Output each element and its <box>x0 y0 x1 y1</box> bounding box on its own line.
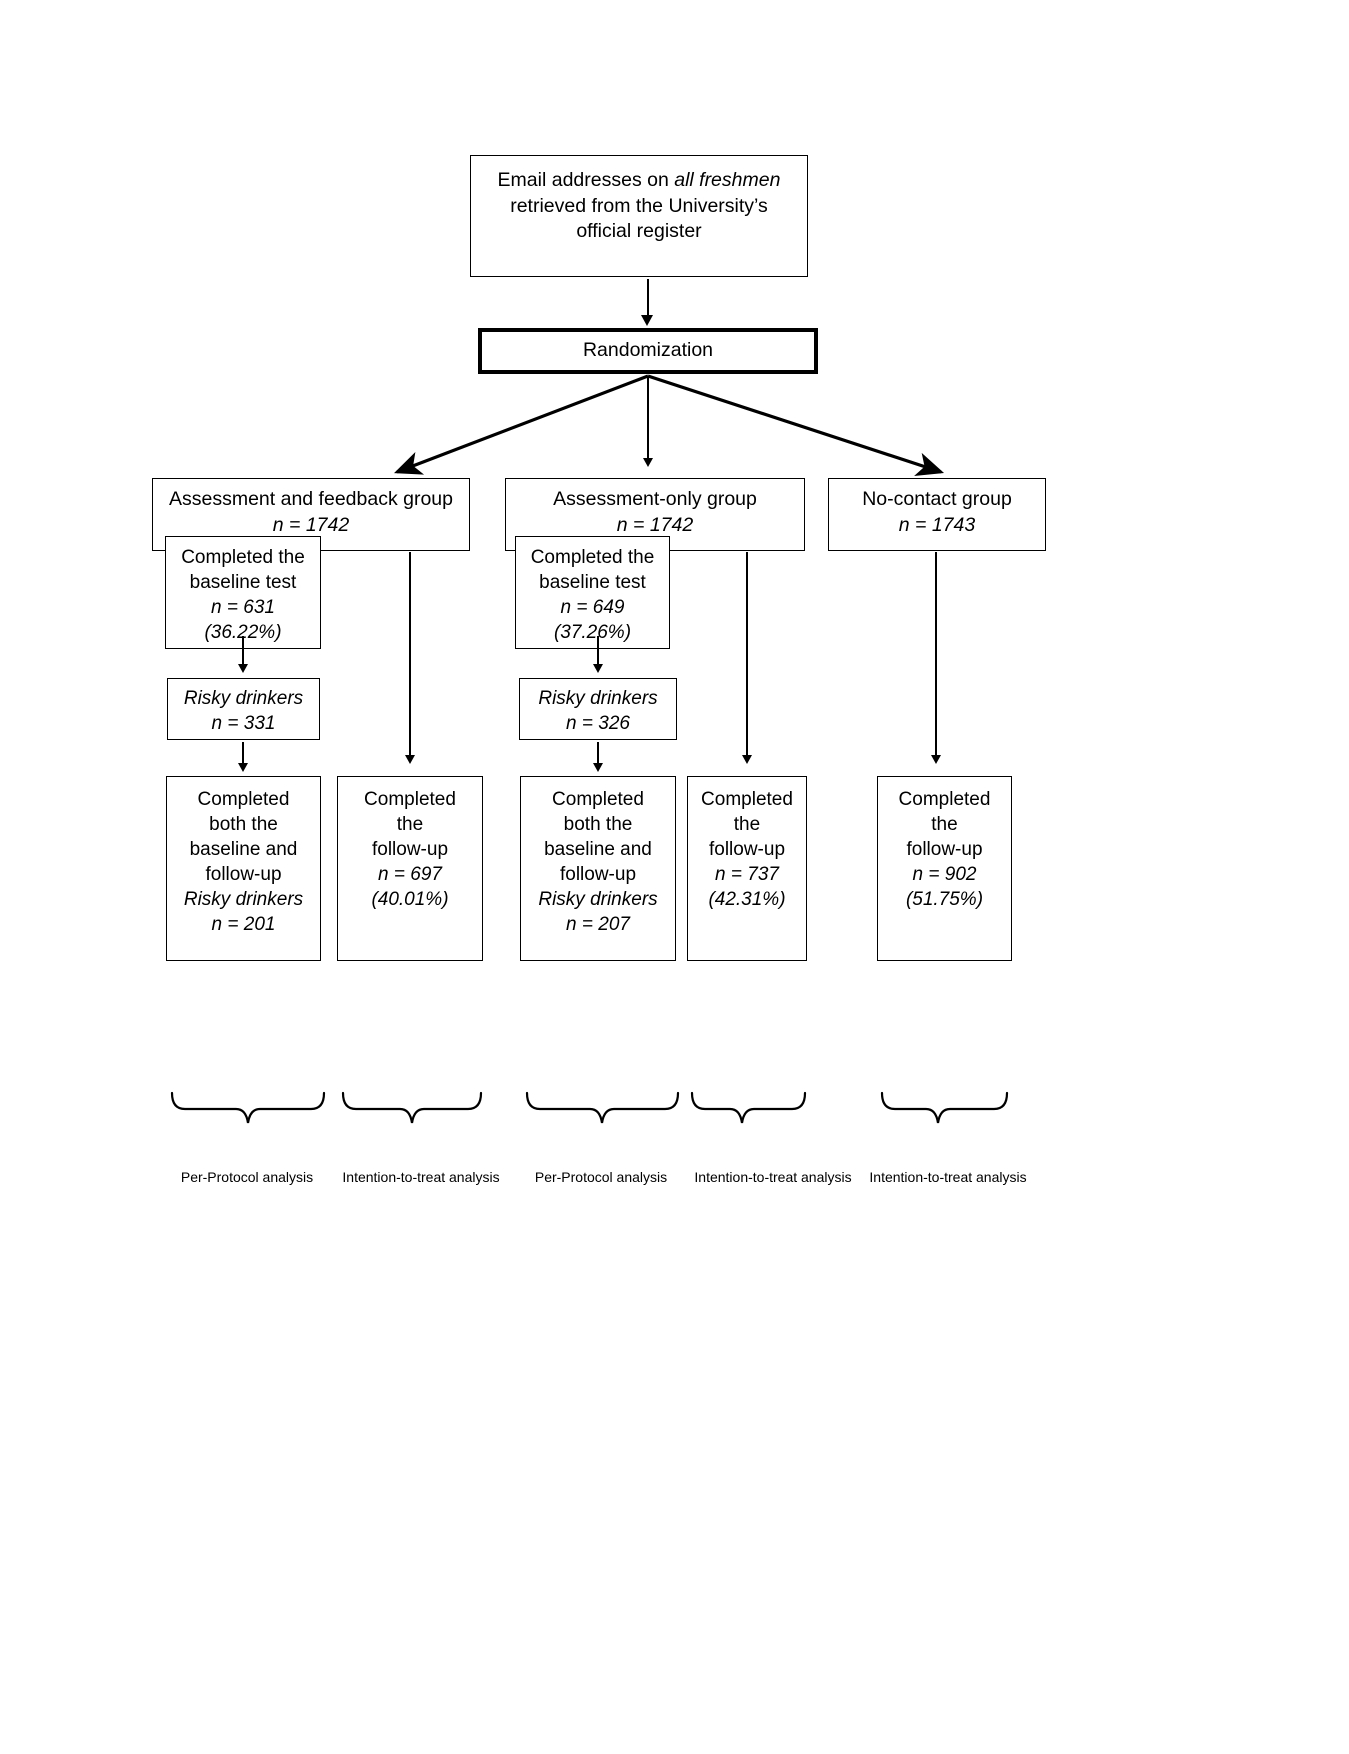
final-n: n = 737 <box>715 864 779 886</box>
baseline-box-assessment-only: Completed the baseline test n = 649 (37.… <box>515 536 670 649</box>
brace-itt-1 <box>341 1091 483 1124</box>
email-source-line-2: retrieved from the University’s <box>510 194 768 217</box>
risky-label: Risky drinkers <box>183 688 304 709</box>
arrow-group2-to-itt-head <box>742 755 752 764</box>
group-title: No-contact group <box>862 488 1012 510</box>
arrow-risky2-to-final-line <box>597 742 599 766</box>
final-line-1: Completed <box>197 789 290 810</box>
arrow-risky1-to-final-head <box>238 763 248 772</box>
arrow-baseline1-to-risky-head <box>238 664 248 673</box>
baseline-n: n = 631 <box>211 597 275 619</box>
arrow-group2-to-itt-line <box>746 552 748 757</box>
final-line-2: both the <box>209 814 278 836</box>
final-line-3: follow-up <box>371 839 449 861</box>
arrow-randomization-middle-line <box>647 377 649 460</box>
baseline-line-2: baseline test <box>189 572 297 594</box>
arrow-source-to-randomization-line <box>647 279 650 317</box>
final-line-2: the <box>396 814 424 836</box>
final-n: n = 207 <box>566 914 630 936</box>
group-n: n = 1742 <box>616 513 694 536</box>
arrow-baseline2-to-risky-head <box>593 664 603 673</box>
final-pct: (40.01%) <box>371 889 449 911</box>
final-box-itt-no-contact: Completed the follow-up n = 902 (51.75%) <box>877 776 1012 961</box>
arrow-group3-to-itt-line <box>935 552 937 757</box>
brace-pp-1 <box>170 1091 326 1124</box>
final-line-3: follow-up <box>906 839 983 861</box>
final-line-4: follow-up <box>205 864 282 886</box>
final-pct: (42.31%) <box>708 889 786 911</box>
arrow-risky2-to-final-head <box>593 763 603 772</box>
final-line-2: both the <box>563 814 633 836</box>
baseline-n: n = 649 <box>560 597 625 619</box>
final-risky-label: Risky drinkers <box>538 889 658 911</box>
final-box-pp-assessment-only: Completed both the baseline and follow-u… <box>520 776 676 961</box>
email-source-line-1: Email addresses on all freshmen <box>497 169 781 191</box>
final-line-3: baseline and <box>189 839 298 861</box>
final-line-3: baseline and <box>544 839 652 861</box>
final-line-1: Completed <box>364 789 456 810</box>
arrow-group1-to-itt-head <box>405 755 415 764</box>
randomization-label: Randomization <box>582 339 714 362</box>
final-line-4: follow-up <box>559 864 637 886</box>
arrow-baseline2-to-risky-line <box>597 636 599 666</box>
arrow-source-to-randomization-head <box>641 315 653 326</box>
group-title: Assessment-only group <box>553 488 757 510</box>
baseline-line-2: baseline test <box>539 572 646 594</box>
final-line-2: the <box>733 814 761 836</box>
arrow-baseline1-to-risky-line <box>242 636 244 666</box>
analysis-label-itt-3: Intention-to-treat analysis <box>869 1169 1027 1185</box>
baseline-box-assessment-and-feedback: Completed the baseline test n = 631 (36.… <box>165 536 321 649</box>
final-n: n = 201 <box>211 914 276 936</box>
group-n: n = 1742 <box>272 513 350 536</box>
risky-label: Risky drinkers <box>538 688 658 709</box>
final-n: n = 902 <box>912 864 977 886</box>
randomization-split-arrows <box>394 374 945 476</box>
final-box-pp-assessment-and-feedback: Completed both the baseline and follow-u… <box>166 776 321 961</box>
final-n: n = 697 <box>378 864 442 886</box>
email-source-box: Email addresses on all freshmen retrieve… <box>470 155 808 277</box>
arrow-group3-to-itt-head <box>931 755 941 764</box>
analysis-label-pp-2: Per-Protocol analysis <box>534 1169 668 1185</box>
risky-drinkers-box-assessment-only: Risky drinkers n = 326 <box>519 678 677 740</box>
final-risky-label: Risky drinkers <box>183 889 304 911</box>
baseline-line-1: Completed the <box>530 547 655 568</box>
analysis-label-itt-2: Intention-to-treat analysis <box>694 1169 852 1185</box>
final-pct: (51.75%) <box>905 889 984 911</box>
risky-n: n = 326 <box>566 713 630 735</box>
brace-itt-2 <box>690 1091 807 1124</box>
baseline-pct: (37.26%) <box>553 622 632 644</box>
final-line-1: Completed <box>552 789 644 810</box>
final-line-1: Completed <box>898 789 991 810</box>
group-title: Assessment and feedback group <box>168 488 453 510</box>
final-line-2: the <box>931 814 958 836</box>
all-freshmen-emphasis: all freshmen <box>674 169 781 191</box>
email-source-line-3: official register <box>576 220 702 243</box>
brace-pp-2 <box>525 1091 680 1124</box>
arrow-group1-to-itt-line <box>409 552 411 757</box>
analysis-braces <box>170 1091 1009 1124</box>
risky-drinkers-box-assessment-and-feedback: Risky drinkers n = 331 <box>167 678 320 740</box>
baseline-pct: (36.22%) <box>204 622 282 644</box>
final-box-itt-assessment-only: Completed the follow-up n = 737 (42.31%) <box>687 776 807 961</box>
baseline-line-1: Completed the <box>181 547 305 568</box>
group-n: n = 1743 <box>898 513 976 536</box>
arrow-risky1-to-final-line <box>242 742 244 766</box>
group-box-no-contact: No-contact group n = 1743 <box>828 478 1046 551</box>
arrow-randomization-middle-head <box>643 458 653 467</box>
brace-itt-3 <box>880 1091 1009 1124</box>
final-line-1: Completed <box>701 789 793 810</box>
analysis-label-itt-1: Intention-to-treat analysis <box>342 1169 500 1185</box>
randomization-box: Randomization <box>478 328 818 374</box>
analysis-label-pp-1: Per-Protocol analysis <box>180 1169 314 1185</box>
final-box-itt-assessment-and-feedback: Completed the follow-up n = 697 (40.01%) <box>337 776 483 961</box>
risky-n: n = 331 <box>211 713 276 735</box>
final-line-3: follow-up <box>708 839 786 861</box>
